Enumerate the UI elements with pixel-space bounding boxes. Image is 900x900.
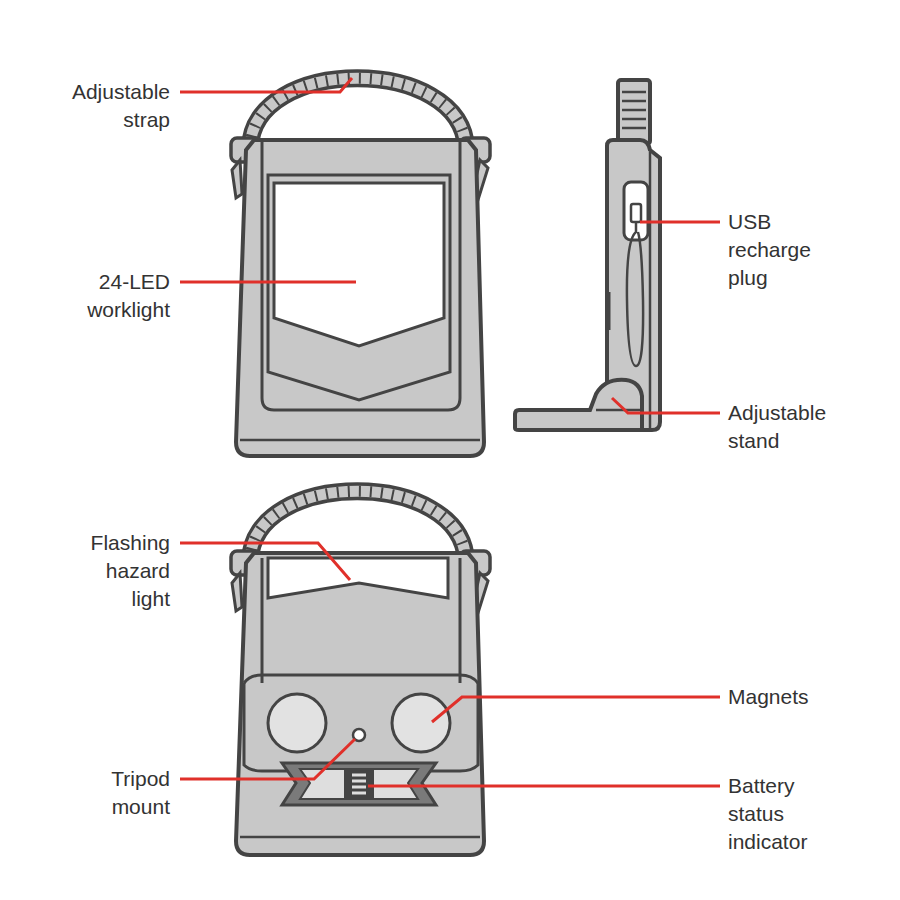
- leader-line: [180, 78, 720, 786]
- side-view-part: [608, 292, 611, 330]
- front-view-part: [236, 140, 484, 456]
- back-view-part: [282, 763, 436, 805]
- leader-line-part: [180, 739, 355, 779]
- back-view-part: [268, 558, 448, 598]
- back-view-part: [268, 694, 326, 752]
- back-view-part: [344, 769, 374, 799]
- part-label: Tripod mount: [80, 765, 170, 821]
- leader-line-part: [640, 221, 720, 224]
- back-view-part: [240, 836, 480, 839]
- back-view-part: [352, 775, 366, 793]
- leader-line-part: [368, 785, 720, 788]
- side-view: [515, 80, 660, 430]
- back-view-part: [236, 553, 484, 855]
- back-view: [231, 491, 490, 855]
- side-view-part: [622, 92, 646, 128]
- back-view-part: [392, 694, 450, 752]
- part-label: Flashing hazard light: [70, 529, 170, 613]
- side-view-part: [596, 409, 640, 412]
- front-view-part: [262, 142, 460, 410]
- leader-line-part: [432, 697, 720, 722]
- back-view-part: [262, 558, 460, 683]
- side-view-part: [631, 204, 641, 222]
- part-label: USB recharge plug: [728, 208, 828, 292]
- part-label: Magnets: [728, 683, 878, 711]
- front-view-part: [274, 183, 444, 346]
- back-view-part: [244, 675, 478, 683]
- front-view-part: [240, 439, 480, 442]
- leader-line-part: [180, 78, 352, 92]
- part-label: Adjustable stand: [728, 399, 848, 455]
- side-view-part: [618, 80, 650, 144]
- part-label: 24-LED worklight: [60, 268, 170, 324]
- back-view-part: [244, 683, 478, 771]
- part-label: Adjustable strap: [50, 78, 170, 134]
- part-label: Battery status indicator: [728, 772, 828, 856]
- leader-line-part: [180, 281, 356, 284]
- leader-line-part: [180, 543, 350, 580]
- front-view: [231, 78, 490, 456]
- leader-line-part: [612, 398, 720, 413]
- side-view-part: [627, 222, 643, 366]
- front-view-part: [268, 175, 450, 400]
- side-view-part: [515, 380, 642, 430]
